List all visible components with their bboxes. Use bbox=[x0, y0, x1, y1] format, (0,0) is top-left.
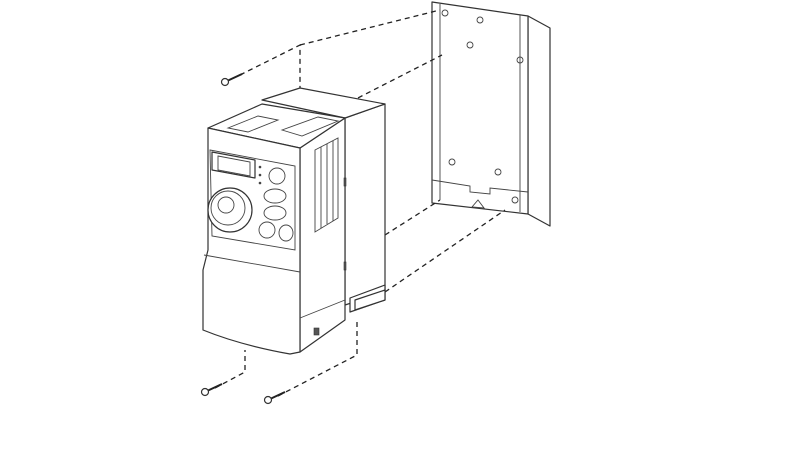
screw-top bbox=[220, 73, 243, 87]
keypad-buttons bbox=[258, 167, 294, 242]
mounting-bracket bbox=[431, 1, 551, 227]
dial-knob bbox=[207, 187, 253, 233]
side-vents bbox=[314, 137, 339, 233]
alignment-lines bbox=[214, 9, 506, 397]
screw-bottom-right bbox=[263, 391, 286, 405]
inverter-unit bbox=[202, 87, 386, 355]
bracket-holes bbox=[441, 9, 524, 204]
screw-bottom-left bbox=[200, 383, 223, 397]
